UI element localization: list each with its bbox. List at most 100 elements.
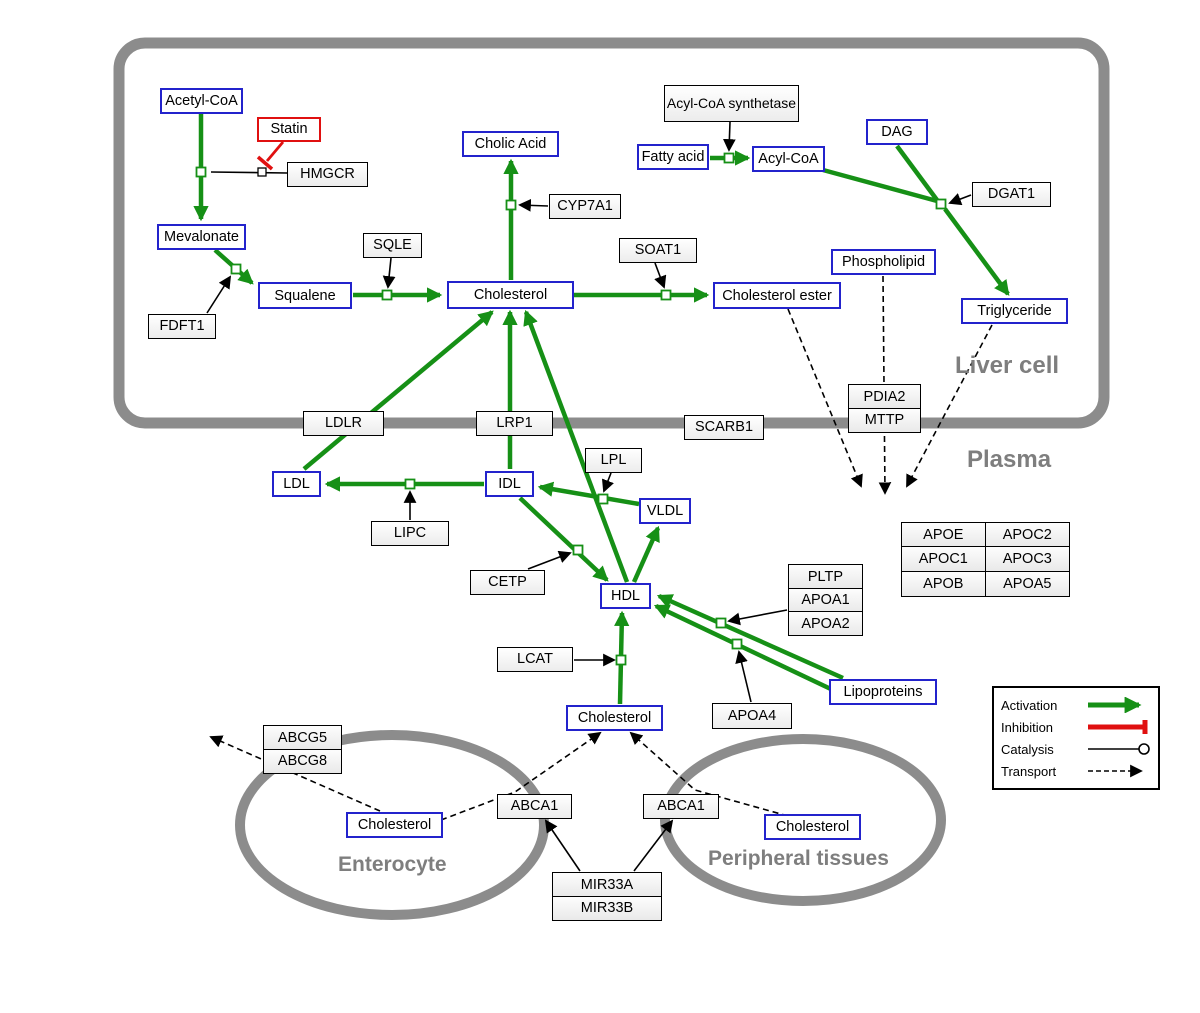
node-cyp7a1[interactable]: CYP7A1 — [549, 194, 621, 219]
node-dgat1[interactable]: DGAT1 — [972, 182, 1051, 207]
legend: Activation Inhibition Catalysis Transpor… — [992, 686, 1160, 790]
node-acetyl-coa[interactable]: Acetyl-CoA — [160, 88, 243, 114]
node-apob[interactable]: APOB — [900, 570, 986, 597]
statin-inhibition-tbar-icon — [256, 155, 274, 171]
node-cholesterol-liver[interactable]: Cholesterol — [447, 281, 574, 309]
node-phospholipid[interactable]: Phospholipid — [831, 249, 936, 275]
plasma-label: Plasma — [967, 446, 1052, 473]
node-apoe[interactable]: APOE — [900, 521, 986, 548]
legend-row-transport: Transport — [1001, 763, 1151, 779]
node-ldl[interactable]: LDL — [272, 471, 321, 497]
node-dag[interactable]: DAG — [866, 119, 928, 145]
node-abca1-peripheral[interactable]: ABCA1 — [643, 794, 719, 819]
catalysis-anchor-square — [257, 167, 267, 177]
legend-catalysis-label: Catalysis — [1001, 741, 1054, 757]
edge-cyp7a1-catalysis — [518, 198, 549, 212]
node-apoc3[interactable]: APOC3 — [984, 546, 1070, 573]
node-scarb1[interactable]: SCARB1 — [684, 415, 764, 440]
reaction-node — [715, 617, 727, 629]
node-pdia2[interactable]: PDIA2 — [848, 384, 921, 409]
legend-row-inhibition: Inhibition — [1001, 719, 1151, 735]
edge-cetp-catalysis — [527, 550, 572, 570]
legend-activation-label: Activation — [1001, 697, 1058, 713]
node-vldl[interactable]: VLDL — [639, 498, 691, 524]
node-lipc[interactable]: LIPC — [371, 521, 449, 546]
reaction-node — [195, 166, 207, 178]
edge-mir33-abca1-enterocyte — [544, 819, 581, 872]
reaction-node — [597, 493, 609, 505]
edge-idl-hdl-cetp — [518, 496, 609, 582]
edge-dgat1-catalysis — [948, 193, 972, 206]
edge-ldl-cholesterol-uptake — [302, 310, 494, 471]
node-mir33a[interactable]: MIR33A — [552, 872, 662, 897]
edge-soat1-catalysis — [654, 262, 667, 289]
edge-lpl-catalysis — [601, 472, 614, 493]
node-apoa2[interactable]: APOA2 — [788, 611, 863, 637]
node-pltp[interactable]: PLTP — [788, 564, 863, 589]
reaction-node — [731, 638, 743, 650]
node-soat1[interactable]: SOAT1 — [619, 238, 697, 263]
node-apoc2[interactable]: APOC2 — [984, 521, 1070, 548]
reaction-node — [935, 198, 947, 210]
node-apoa1[interactable]: APOA1 — [788, 587, 863, 613]
node-triglyceride[interactable]: Triglyceride — [961, 298, 1068, 324]
reaction-node — [572, 544, 584, 556]
node-sqle[interactable]: SQLE — [363, 233, 422, 258]
edge-hmgcr-catalysis — [210, 171, 288, 174]
mir33-stack: MIR33A MIR33B — [552, 872, 662, 921]
edge-sqle-catalysis — [382, 257, 396, 289]
node-mevalonate[interactable]: Mevalonate — [157, 224, 246, 250]
node-fatty-acid[interactable]: Fatty acid — [637, 144, 709, 170]
activation-arrow-icon — [1088, 697, 1142, 713]
node-fdft1[interactable]: FDFT1 — [148, 314, 216, 339]
node-hdl[interactable]: HDL — [600, 583, 651, 609]
node-abca1-enterocyte[interactable]: ABCA1 — [497, 794, 572, 819]
edge-acylcoasynthetase-catalysis — [722, 121, 736, 152]
catalysis-circle-icon — [1088, 743, 1150, 755]
node-abcg8[interactable]: ABCG8 — [263, 748, 342, 774]
inhibition-tbar-icon — [1088, 720, 1148, 734]
node-lrp1[interactable]: LRP1 — [476, 411, 553, 436]
node-apoa5[interactable]: APOA5 — [984, 570, 1070, 597]
edge-vldl-idl — [537, 481, 640, 507]
node-cholesterol-peripheral[interactable]: Cholesterol — [764, 814, 861, 840]
transport-dashed-arrow-icon — [1088, 764, 1143, 778]
node-apoc1[interactable]: APOC1 — [900, 546, 986, 573]
edge-dgatnode-triglyceride — [943, 207, 1010, 296]
node-lpl[interactable]: LPL — [585, 448, 642, 473]
node-squalene[interactable]: Squalene — [258, 282, 352, 309]
node-statin[interactable]: Statin — [257, 117, 321, 142]
node-apoa4[interactable]: APOA4 — [712, 703, 792, 729]
apolipoprotein-table: APOE APOC2 APOC1 APOC3 APOB APOA5 — [900, 521, 1070, 597]
enterocyte-label: Enterocyte — [338, 853, 447, 876]
node-cholesterol-plasma[interactable]: Cholesterol — [566, 705, 663, 731]
node-cholesterol-ester[interactable]: Cholesterol ester — [713, 282, 841, 309]
enterocyte-membrane — [235, 730, 549, 920]
edge-apoa4-catalysis — [735, 650, 752, 703]
edge-fdft1-catalysis — [206, 275, 232, 314]
edge-peripheral-cholesterol-transport — [629, 731, 789, 817]
node-abcg5[interactable]: ABCG5 — [263, 725, 342, 750]
node-acyl-coa[interactable]: Acyl-CoA — [752, 146, 825, 172]
node-lcat[interactable]: LCAT — [497, 647, 573, 672]
node-mir33b[interactable]: MIR33B — [552, 895, 662, 921]
reaction-node — [381, 289, 393, 301]
reaction-node — [230, 263, 242, 275]
node-hmgcr[interactable]: HMGCR — [287, 162, 368, 187]
node-ldlr[interactable]: LDLR — [303, 411, 384, 436]
node-cholesterol-enterocyte[interactable]: Cholesterol — [346, 812, 443, 838]
node-lipoproteins[interactable]: Lipoproteins — [829, 679, 937, 705]
node-mttp[interactable]: MTTP — [848, 407, 921, 433]
edge-lipoproteins-hdl-lower — [653, 603, 836, 694]
node-cholic-acid[interactable]: Cholic Acid — [462, 131, 559, 157]
liver-cell-label: Liver cell — [955, 352, 1060, 379]
node-acyl-coa-synthetase[interactable]: Acyl-CoA synthetase — [664, 85, 799, 122]
edge-hdl-vldl — [631, 525, 661, 583]
node-idl[interactable]: IDL — [485, 471, 534, 497]
node-cetp[interactable]: CETP — [470, 570, 545, 595]
reaction-node — [723, 152, 735, 164]
edge-phospholipid-secretion — [878, 275, 892, 495]
reaction-node — [505, 199, 517, 211]
